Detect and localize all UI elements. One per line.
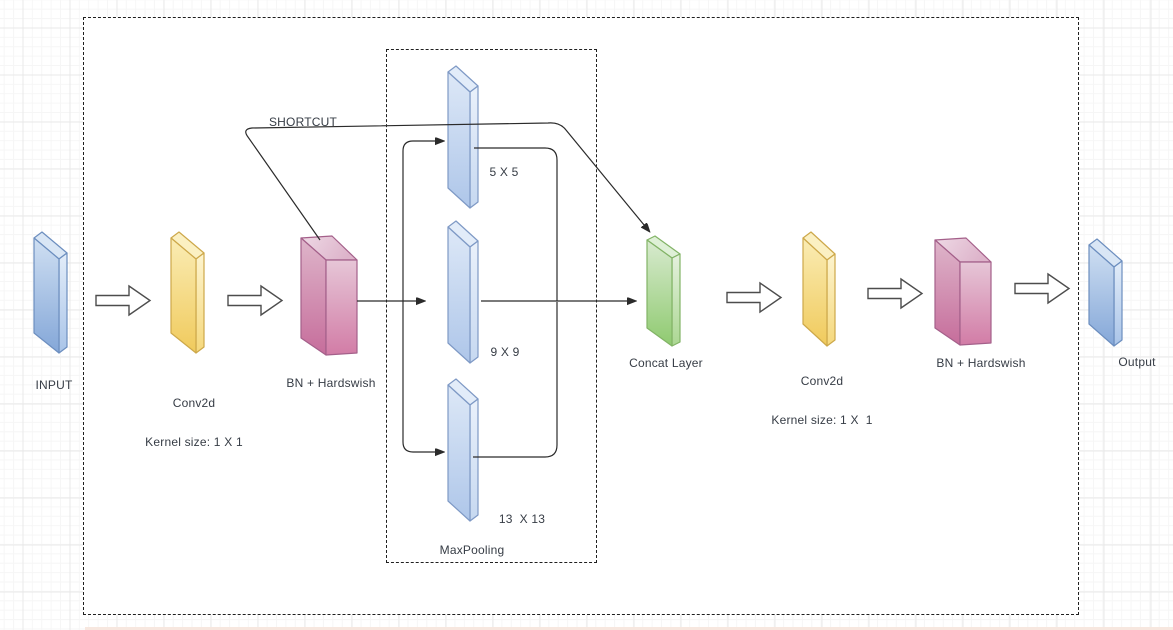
pool-9x9-label: 9 X 9: [490, 345, 520, 359]
arrow-input-to-conv1[interactable]: [95, 284, 152, 317]
bn1-box[interactable]: [300, 235, 358, 356]
shortcut-label: SHORTCUT: [268, 115, 338, 129]
arrow-bn2-to-output[interactable]: [1014, 272, 1071, 305]
conv2-slab[interactable]: [802, 231, 836, 347]
concat-layer-slab[interactable]: [646, 235, 681, 347]
page-edge-strip: [85, 627, 1173, 630]
edge-branch-to-13x13[interactable]: [402, 301, 443, 452]
arrow-concat-to-conv2[interactable]: [726, 281, 783, 314]
concat-layer-label: Concat Layer: [629, 356, 703, 370]
bn2-box[interactable]: [934, 237, 992, 346]
conv2-label-line2: Kernel size: 1 X 1: [771, 413, 873, 427]
conv2-label: Conv2d Kernel size: 1 X 1: [771, 349, 872, 453]
input-tensor-slab[interactable]: [33, 231, 69, 355]
arrow-conv2-to-bn2[interactable]: [867, 277, 924, 310]
maxpool-9x9-slab[interactable]: [447, 220, 479, 364]
maxpool-13x13-slab[interactable]: [447, 378, 479, 522]
maxpooling-group-rect[interactable]: [386, 49, 597, 563]
conv1-slab[interactable]: [170, 231, 206, 355]
output-tensor-slab[interactable]: [1088, 238, 1123, 347]
maxpooling-group-label: MaxPooling: [439, 543, 505, 557]
arrow-conv1-to-bn1[interactable]: [227, 284, 284, 317]
conv1-label: Conv2d Kernel size: 1 X 1: [145, 371, 243, 475]
conv1-label-line2: Kernel size: 1 X 1: [145, 435, 243, 449]
output-label: Output: [1118, 355, 1156, 369]
edge-shortcut[interactable]: [245, 122, 649, 241]
maxpool-5x5-slab[interactable]: [447, 65, 479, 209]
edge-branch-to-5x5[interactable]: [402, 141, 443, 301]
pool-5x5-label: 5 X 5: [489, 165, 519, 179]
bn2-label: BN + Hardswish: [936, 356, 1026, 370]
conv2-label-line1: Conv2d: [800, 374, 844, 388]
bn1-label: BN + Hardswish: [286, 376, 376, 390]
edge-13x13-merge[interactable]: [473, 302, 558, 458]
conv1-label-line1: Conv2d: [172, 396, 216, 410]
edge-5x5-merge[interactable]: [474, 147, 558, 301]
pool-13x13-label: 13 X 13: [498, 512, 546, 526]
input-label: INPUT: [35, 378, 73, 392]
